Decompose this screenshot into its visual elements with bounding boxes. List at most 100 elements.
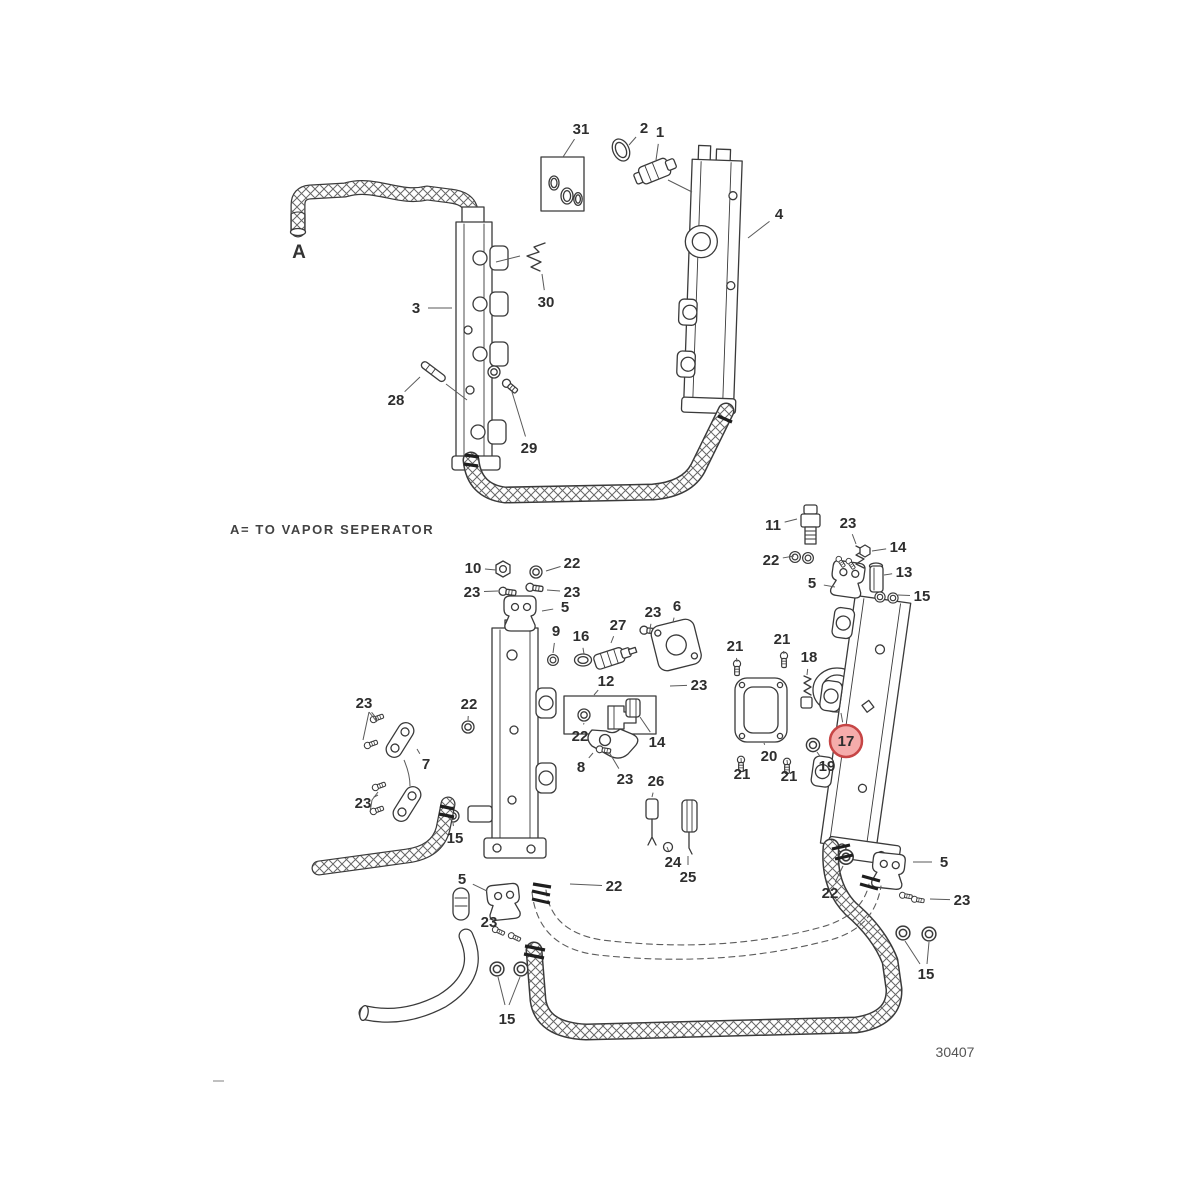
leader-line-10	[484, 568, 497, 571]
vapor-separator-note: A= TO VAPOR SEPERATOR	[230, 522, 434, 537]
callout-20: 20	[761, 748, 778, 765]
fuel-rail-port	[451, 206, 509, 471]
callout-31: 31	[573, 121, 590, 138]
leader-line-7	[416, 748, 421, 754]
leader-line-23	[371, 711, 378, 720]
callout-18: 18	[801, 649, 818, 666]
callout-6: 6	[673, 598, 681, 615]
leader-line-14	[871, 548, 887, 552]
crossover-hose-bottom-braided	[523, 845, 894, 1032]
right-rail-top-hardware	[789, 504, 899, 604]
callout-22: 22	[822, 885, 839, 902]
fuel-rail-starboard	[676, 144, 743, 415]
leader-line-23	[483, 590, 499, 593]
callout-23: 23	[840, 515, 857, 532]
leader-line-14	[639, 716, 651, 733]
callout-10: 10	[465, 560, 482, 577]
leader-line-5	[541, 608, 554, 612]
hose-lower-left-plain	[359, 936, 472, 1021]
leader-line-4	[747, 220, 770, 239]
callout-28: 28	[388, 392, 405, 409]
callout-24: 24	[665, 854, 682, 871]
top-assembly	[289, 138, 743, 495]
retainer-clip-30	[495, 242, 546, 272]
crossover-hose-top	[464, 411, 732, 495]
leader-line-31	[562, 138, 575, 158]
leader-line-23	[546, 589, 561, 592]
leader-line-13	[883, 573, 893, 576]
leader-line-22	[545, 566, 561, 572]
fuel-rail-lower-starboard	[810, 594, 912, 867]
callout-22: 22	[461, 696, 478, 713]
callout-5: 5	[458, 871, 466, 888]
callout-8: 8	[577, 759, 585, 776]
callout-26: 26	[648, 773, 665, 790]
leader-line-30	[541, 273, 545, 291]
drawing-number: 30407	[936, 1044, 975, 1060]
regulator-bracket-6	[650, 618, 702, 672]
bottom-mid-bracket-group	[452, 882, 529, 1006]
callout-15: 15	[447, 830, 464, 847]
valve-18	[800, 675, 813, 709]
leader-line-6	[672, 617, 675, 623]
callout-22: 22	[606, 878, 623, 895]
callout-1: 1	[656, 124, 664, 141]
center-parts-row	[547, 618, 702, 672]
callout-30: 30	[538, 294, 555, 311]
leader-line-12	[593, 689, 599, 696]
callout-21: 21	[734, 766, 751, 783]
callout-19: 19	[819, 758, 836, 775]
leader-line-2	[628, 136, 637, 146]
callout-17[interactable]: 17	[838, 733, 855, 750]
gasket-20	[734, 677, 788, 743]
callout-9: 9	[552, 623, 560, 640]
leader-line-24	[666, 846, 670, 852]
callout-23: 23	[691, 677, 708, 694]
leader-line-15	[897, 594, 911, 596]
leader-line-23	[608, 751, 620, 769]
leader-line-22	[834, 865, 844, 883]
leader-line-23	[851, 534, 857, 545]
hose-to-vapor-separator	[289, 188, 472, 236]
leader-line-11	[784, 518, 798, 523]
callout-11: 11	[765, 517, 781, 534]
leader-line-20	[763, 742, 766, 745]
leader-line-17	[840, 712, 844, 723]
callout-23: 23	[617, 771, 634, 788]
callout-13: 13	[896, 564, 913, 581]
callout-15: 15	[914, 588, 931, 605]
callout-14: 14	[890, 539, 907, 556]
leader-line-18	[806, 668, 809, 676]
leader-line-21	[735, 657, 738, 663]
screw-29	[487, 365, 520, 396]
callout-5: 5	[808, 575, 816, 592]
callout-21: 21	[781, 768, 798, 785]
leader-line-5	[823, 584, 836, 588]
callout-16: 16	[573, 628, 590, 645]
callout-21: 21	[774, 631, 791, 648]
hose-lower-left-braided	[319, 804, 454, 868]
callout-23: 23	[481, 914, 498, 931]
callout-23: 23	[564, 584, 581, 601]
fuel-injector-27	[593, 646, 638, 670]
leader-line-1	[655, 143, 659, 161]
leader-line-27	[610, 636, 615, 644]
callout-22: 22	[763, 552, 780, 569]
highlight-circle-17[interactable]	[828, 723, 864, 759]
leader-line-8	[588, 752, 594, 759]
callout-3: 3	[412, 300, 420, 317]
crossover-hose-bottom-inner	[531, 874, 882, 960]
callout-27: 27	[610, 617, 627, 634]
sensor-and-seal	[611, 138, 693, 193]
leader-line-29	[511, 391, 526, 437]
callout-23: 23	[355, 795, 372, 812]
oring-kit-box	[540, 156, 585, 212]
leader-line-21	[786, 759, 789, 765]
callout-23: 23	[954, 892, 971, 909]
callout-12: 12	[598, 673, 615, 690]
leader-line-23	[373, 794, 379, 798]
leader-line-28	[404, 376, 421, 393]
